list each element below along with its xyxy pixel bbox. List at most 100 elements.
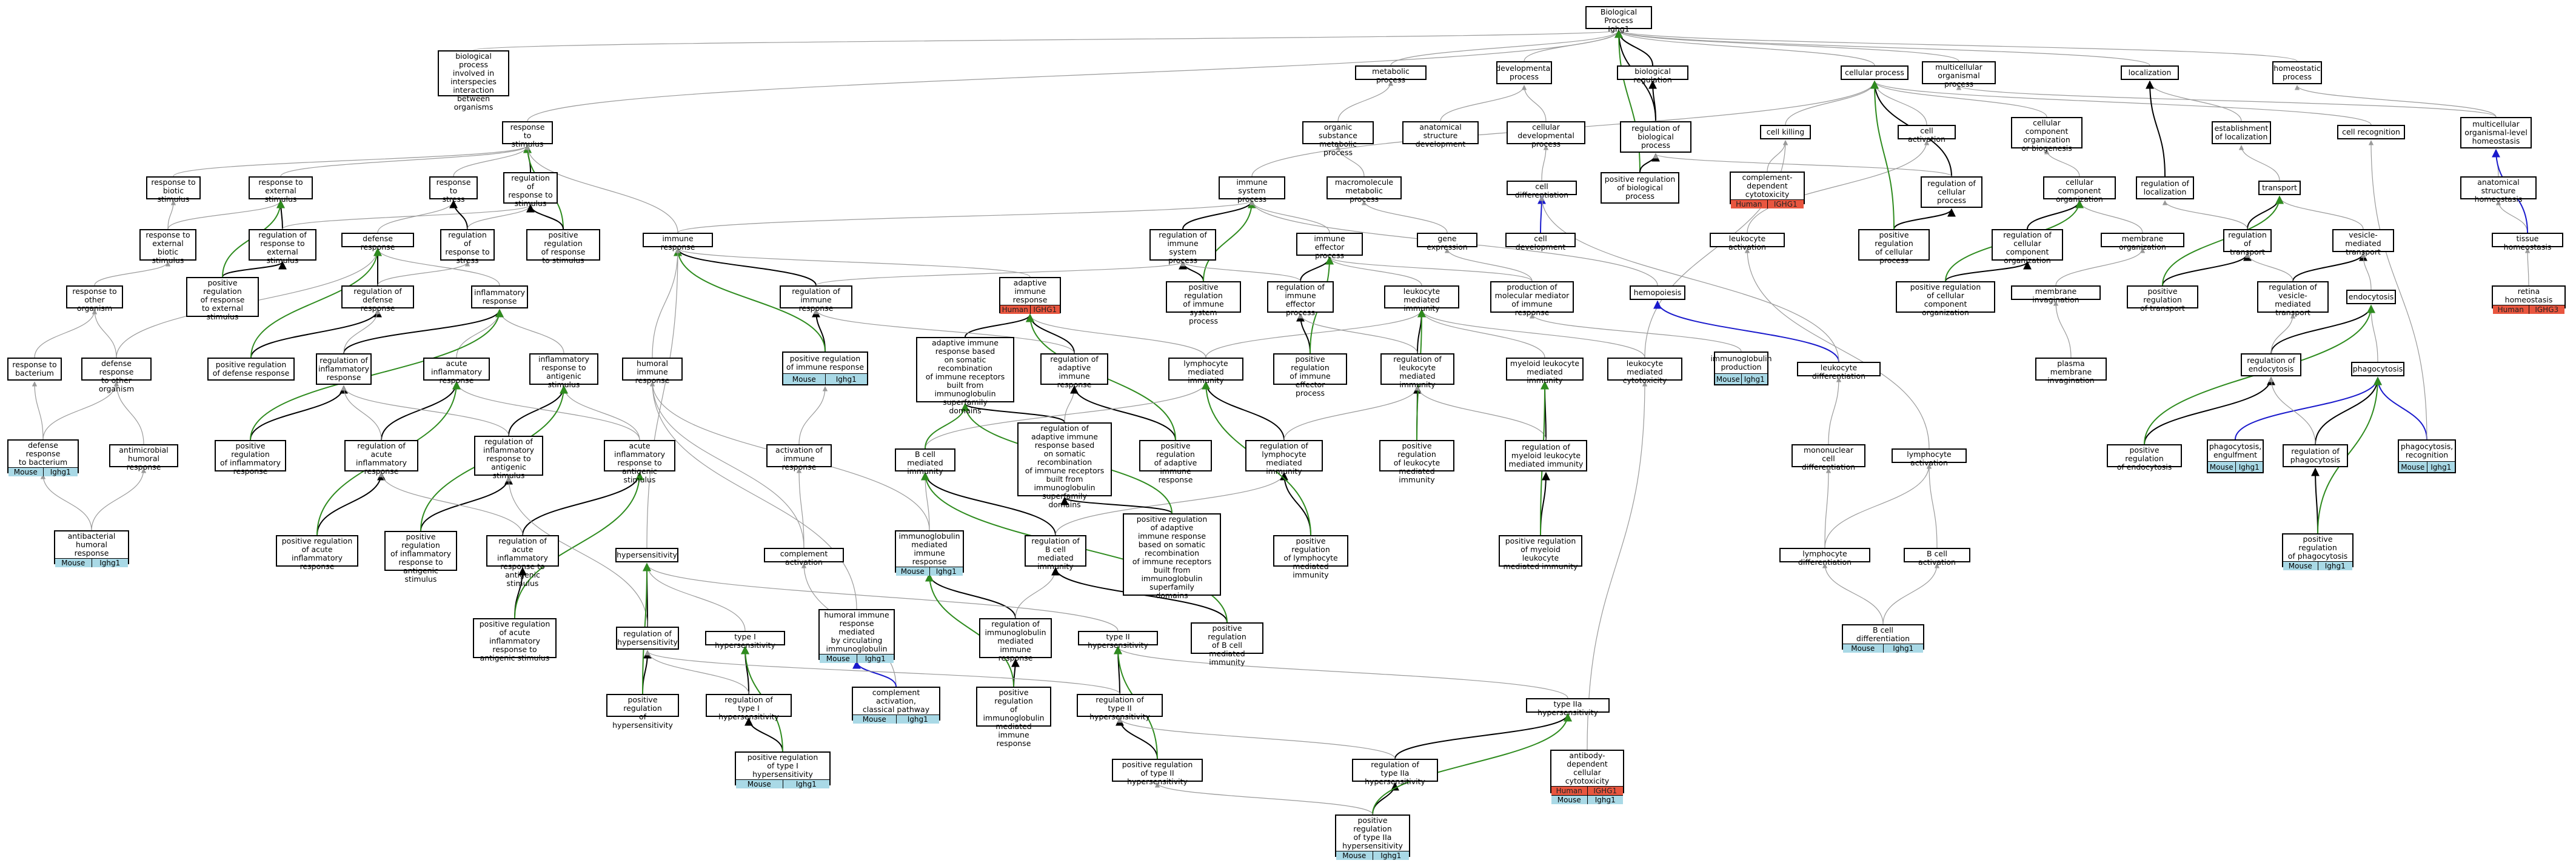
go-term-type2[interactable]: type II hypersensitivity [1078, 631, 1158, 650]
go-term-tissue-homeo[interactable]: tissue homeostasis [2492, 233, 2563, 251]
go-term-reg-myeloid[interactable]: regulation of myeloid leukocyte mediated… [1505, 440, 1587, 471]
go-term-pos-reg-cell-proc[interactable]: positive regulation of cellular process [1858, 229, 1930, 265]
go-term-reg-phago[interactable]: regulation of phagocytosis [2283, 444, 2348, 467]
go-term-cell-dev-proc[interactable]: cellular developmental process [1507, 121, 1585, 148]
go-term-b-cell-act[interactable]: B cell activation [1904, 548, 1970, 567]
go-term-developmental[interactable]: developmental process [1496, 61, 1553, 84]
go-term-multi-homeo[interactable]: multicellular organismal-level homeostas… [2460, 117, 2532, 148]
go-term-reg-ig-med[interactable]: regulation of immunoglobulin mediated im… [979, 618, 1052, 662]
go-term-pos-reg-adaptive-somatic[interactable]: positive regulation of adaptive immune r… [1123, 513, 1221, 600]
go-term-immune-sys[interactable]: immune system process [1219, 176, 1285, 204]
go-term-other-org[interactable]: response to other organism [66, 285, 123, 313]
go-term-multiorg[interactable]: multicellular organismal process [1922, 61, 1996, 88]
go-term-antimicrobial[interactable]: antimicrobial humoral response [109, 444, 178, 471]
go-term-metabolic[interactable]: metabolic process [1355, 65, 1427, 84]
go-term-acute-inflam[interactable]: acute inflammatory response [423, 358, 490, 385]
go-term-hypersens[interactable]: hypersensitivity [615, 548, 678, 562]
go-term-reg-bio[interactable]: regulation of biological process [1620, 121, 1691, 153]
go-term-reg-resp-ext[interactable]: regulation of response to external stimu… [249, 229, 316, 265]
go-term-reg-imm-resp[interactable]: regulation of immune response [780, 285, 852, 313]
go-term-mono-diff[interactable]: mononuclear cell differentiation [1791, 444, 1865, 471]
go-term-resp-ext[interactable]: response to external stimulus [249, 176, 313, 204]
go-term-reg-inflam-antigenic[interactable]: regulation of inflammatory response to a… [474, 436, 543, 480]
go-term-lymph-act[interactable]: lymphocyte activation [1892, 448, 1967, 467]
go-term-reg-b-cell-med[interactable]: regulation of B cell mediated immunity [1025, 535, 1086, 571]
go-term-reg-leuk-med[interactable]: regulation of leukocyte mediated immunit… [1380, 353, 1454, 389]
go-term-cell-act[interactable]: cell activation [1898, 125, 1956, 144]
go-term-pos-reg-type2a[interactable]: positive regulation of type IIa hypersen… [1335, 814, 1410, 860]
go-term-reg-cell-proc[interactable]: regulation of cellular process [1921, 176, 1982, 208]
go-term-plasma-invag[interactable]: plasma membrane invagination [2035, 358, 2107, 385]
go-term-reg-imm-eff[interactable]: regulation of immune effector process [1267, 281, 1334, 317]
go-term-immune-resp[interactable]: immune response [643, 233, 713, 251]
go-term-bioreg[interactable]: biological regulation [1617, 65, 1688, 84]
go-term-lymph-med[interactable]: lymphocyte mediated immunity [1168, 358, 1243, 385]
go-term-membrane-org[interactable]: membrane organization [2101, 233, 2184, 251]
go-term-hemopoiesis[interactable]: hemopoiesis [1630, 285, 1685, 300]
go-term-resp-bact[interactable]: response to bacterium [7, 358, 62, 381]
go-term-defense[interactable]: defense response [341, 233, 414, 251]
go-term-reg-lymph-med[interactable]: regulation of lymphocyte mediated immuni… [1245, 440, 1323, 476]
go-term-bp[interactable]: Biological Process Ighg1 [1585, 6, 1652, 33]
go-term-anat-homeo[interactable]: anatomical structure homeostasis [2460, 176, 2537, 204]
go-term-reg-acute[interactable]: regulation of acute inflammatory respons… [344, 440, 418, 476]
go-term-pos-reg-adaptive[interactable]: positive regulation of adaptive immune r… [1139, 440, 1212, 484]
go-term-cell-killing[interactable]: cell killing [1760, 125, 1811, 139]
go-term-ab-cyto[interactable]: antibody-dependent cellular cytotoxicity… [1550, 750, 1624, 804]
go-term-macromol[interactable]: macromolecule metabolic process [1326, 176, 1402, 204]
go-term-imm-eff[interactable]: immune effector process [1296, 233, 1363, 260]
go-term-pos-reg-resp-ext[interactable]: positive regulation of response to exter… [186, 277, 259, 321]
go-term-pos-reg-ig-med[interactable]: positive regulation of immunoglobulin me… [976, 687, 1051, 748]
go-term-pos-reg-bio[interactable]: positive regulation of biological proces… [1601, 172, 1679, 204]
go-term-pos-reg-acute[interactable]: positive regulation of acute inflammator… [276, 535, 358, 571]
go-term-pos-reg-type2[interactable]: positive regulation of type II hypersens… [1112, 759, 1203, 786]
go-term-resp-stress[interactable]: response to stress [429, 176, 478, 204]
go-term-reg-adaptive-somatic[interactable]: regulation of adaptive immune response b… [1017, 422, 1112, 509]
go-term-leuk-diff[interactable]: leukocyte differentiation [1797, 362, 1881, 381]
go-term-reg-inflam[interactable]: regulation of inflammatory response [316, 353, 372, 385]
go-term-cell-comp-org-bio[interactable]: cellular component organization or bioge… [2011, 117, 2083, 153]
go-term-reg-loc[interactable]: regulation of localization [2136, 176, 2194, 199]
go-term-transport[interactable]: transport [2258, 181, 2301, 195]
go-term-homeostatic[interactable]: homeostatic process [2272, 61, 2322, 84]
go-term-phagocytosis[interactable]: phagocytosis [2351, 362, 2404, 376]
go-term-pos-reg-myeloid[interactable]: positive regulation of myeloid leukocyte… [1499, 535, 1582, 571]
go-term-pos-reg-imm-sys[interactable]: positive regulation of immune system pro… [1166, 281, 1241, 325]
go-term-resp-ext-biotic[interactable]: response to external biotic stimulus [139, 229, 196, 265]
go-term-def-other-org[interactable]: defense response to other organism [81, 358, 152, 393]
go-term-pos-reg-acute-antigenic[interactable]: positive regulation of acute inflammator… [473, 618, 557, 662]
go-term-resp-stim[interactable]: response to stimulus [502, 121, 553, 148]
go-term-prod-mol-med[interactable]: production of molecular mediator of immu… [1490, 281, 1574, 317]
go-term-inflam[interactable]: inflammatory response [471, 285, 528, 308]
go-term-reg-type1[interactable]: regulation of type I hypersensitivity [706, 694, 792, 721]
go-term-inflam-antigenic[interactable]: inflammatory response to antigenic stimu… [529, 353, 598, 389]
go-term-activ-imm[interactable]: activation of immune response [766, 444, 832, 471]
go-term-b-cell-med[interactable]: B cell mediated immunity [895, 448, 955, 476]
go-term-reg-vesicle[interactable]: regulation of vesicle-mediated transport [2257, 281, 2329, 317]
go-term-anat-dev[interactable]: anatomical structure development [1402, 121, 1479, 148]
go-term-pos-reg-endo[interactable]: positive regulation of endocytosis [2107, 444, 2182, 471]
go-term-cell-recog[interactable]: cell recognition [2337, 125, 2405, 139]
go-term-resp-biotic[interactable]: response to biotic stimulus [146, 176, 201, 204]
go-term-vesicle-transport[interactable]: vesicle-mediated transport [2332, 229, 2394, 256]
go-term-humoral-circ[interactable]: humoral immune response mediated by circ… [818, 609, 895, 663]
go-term-pos-reg-transport[interactable]: positive regulation of transport [2127, 285, 2198, 313]
go-term-localization[interactable]: localization [2121, 65, 2179, 80]
go-term-reg-resp-stress[interactable]: regulation of response to stress [440, 229, 495, 265]
go-term-org-subst[interactable]: organic substance metabolic process [1302, 121, 1374, 157]
go-term-cell-dev[interactable]: cell development [1505, 233, 1576, 251]
go-term-cell-diff[interactable]: cell differentiation [1507, 181, 1577, 199]
go-term-pos-reg-inflam-antigenic[interactable]: positive regulation of inflammatory resp… [384, 531, 457, 584]
go-term-reg-resp-stim[interactable]: regulation of response to stimulus [503, 172, 558, 208]
go-term-pos-reg-defense[interactable]: positive regulation of defense response [207, 358, 295, 381]
go-term-leuk-act[interactable]: leukocyte activation [1710, 233, 1785, 251]
go-term-pos-reg-b-cell-med[interactable]: positive regulation of B cell mediated i… [1191, 622, 1263, 667]
